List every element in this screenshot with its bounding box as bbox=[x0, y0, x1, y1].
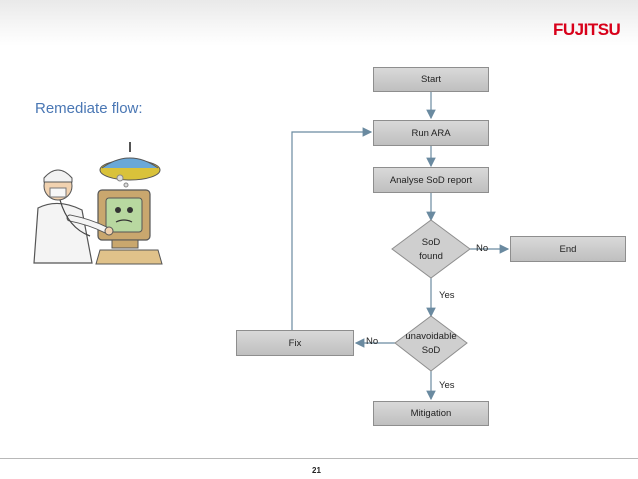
decision-unavoidable-sod bbox=[394, 315, 468, 372]
decision-sod-line1: SoD bbox=[421, 237, 441, 248]
slide-title: Remediate flow: bbox=[35, 100, 143, 117]
decision-unavoidable-line1: unavoidable bbox=[405, 331, 457, 342]
fix-box: Fix bbox=[236, 330, 354, 356]
decision-sod-line2: found bbox=[419, 251, 443, 262]
decision-unavoidable-label: unavoidable SoD bbox=[391, 330, 471, 358]
decision-sod-found bbox=[391, 219, 471, 279]
label-yes-1: Yes bbox=[439, 290, 455, 301]
arrow-fix-to-run bbox=[291, 127, 373, 330]
page-number: 21 bbox=[312, 466, 321, 475]
decision-sod-found-label: SoD found bbox=[396, 236, 466, 264]
footer-divider bbox=[0, 458, 638, 459]
label-no-fix: No bbox=[366, 336, 379, 347]
analyse-sod-report-box: Analyse SoD report bbox=[373, 167, 489, 193]
doctor-computer-illustration bbox=[33, 142, 163, 265]
label-yes-2: Yes bbox=[439, 380, 455, 391]
end-box: End bbox=[510, 236, 626, 262]
fujitsu-logo: FUJITSU bbox=[553, 20, 621, 39]
label-no-end: No bbox=[476, 243, 489, 254]
start-box: Start bbox=[373, 67, 489, 92]
header-band bbox=[0, 0, 638, 46]
run-ara-box: Run ARA bbox=[373, 120, 489, 146]
decision-unavoidable-line2: SoD bbox=[421, 345, 441, 356]
mitigation-box: Mitigation bbox=[373, 401, 489, 426]
